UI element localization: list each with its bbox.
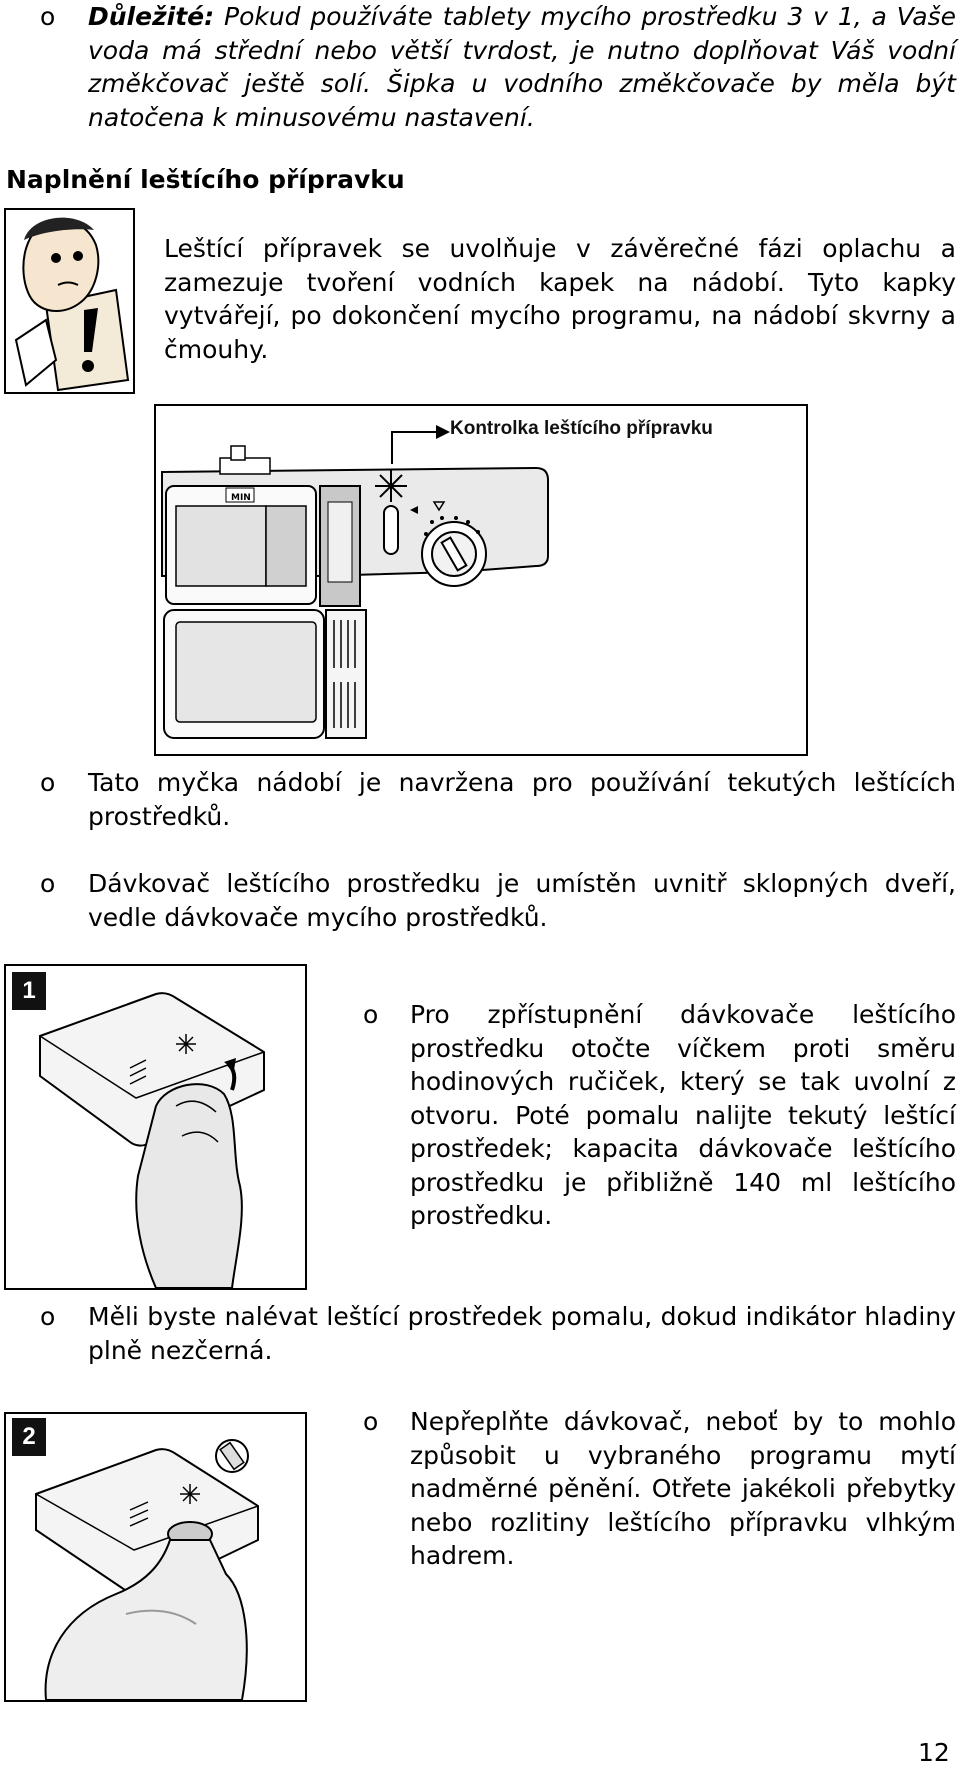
note-bullet: o: [40, 2, 56, 31]
warning-illustration: [4, 208, 135, 394]
intro-paragraph: Leštící přípravek se uvolňuje v závěrečn…: [164, 234, 956, 364]
step-1-text: Pro zpřístupnění dávkovače leštícího pro…: [410, 1000, 956, 1230]
step-1-badge: 1: [12, 972, 46, 1010]
indicator-label: Kontrolka leštícího přípravku: [450, 418, 713, 439]
step-2-text: Nepřeplňte dávkovač, neboť by to mohlo z…: [410, 1407, 956, 1570]
important-text: Pokud používáte tablety mycího prostředk…: [88, 2, 956, 132]
bullet-pour-slowly: Měli byste nalévat leštící prostředek po…: [88, 1302, 956, 1365]
bullet-liquid-rinse-aid: Tato myčka nádobí je navržena pro použív…: [88, 768, 956, 831]
step-2-illustration: 2: [4, 1412, 307, 1702]
bullet-mark: o: [363, 1000, 379, 1029]
rinse-aid-indicator-diagram: Kontrolka leštícího přípravku MIN: [154, 404, 808, 756]
section-heading: Naplnění leštícího přípravku: [6, 165, 405, 194]
page-number: 12: [918, 1738, 950, 1767]
dispenser-min-mark: MIN: [231, 493, 251, 503]
step-2-badge: 2: [12, 1418, 46, 1456]
step-2-number: 2: [22, 1423, 36, 1450]
important-note: Důležité: Pokud používáte tablety mycího…: [88, 0, 956, 134]
bullet-mark: o: [40, 869, 56, 898]
bullet-mark: o: [40, 1302, 56, 1331]
bullet-mark: o: [363, 1407, 379, 1436]
step-1-number: 1: [22, 977, 36, 1004]
important-label: Důležité:: [88, 2, 215, 31]
bullet-dispenser-location: Dávkovač leštícího prostředku je umístěn…: [88, 869, 956, 932]
step-1-illustration: 1: [4, 964, 307, 1290]
bullet-mark: o: [40, 768, 56, 797]
